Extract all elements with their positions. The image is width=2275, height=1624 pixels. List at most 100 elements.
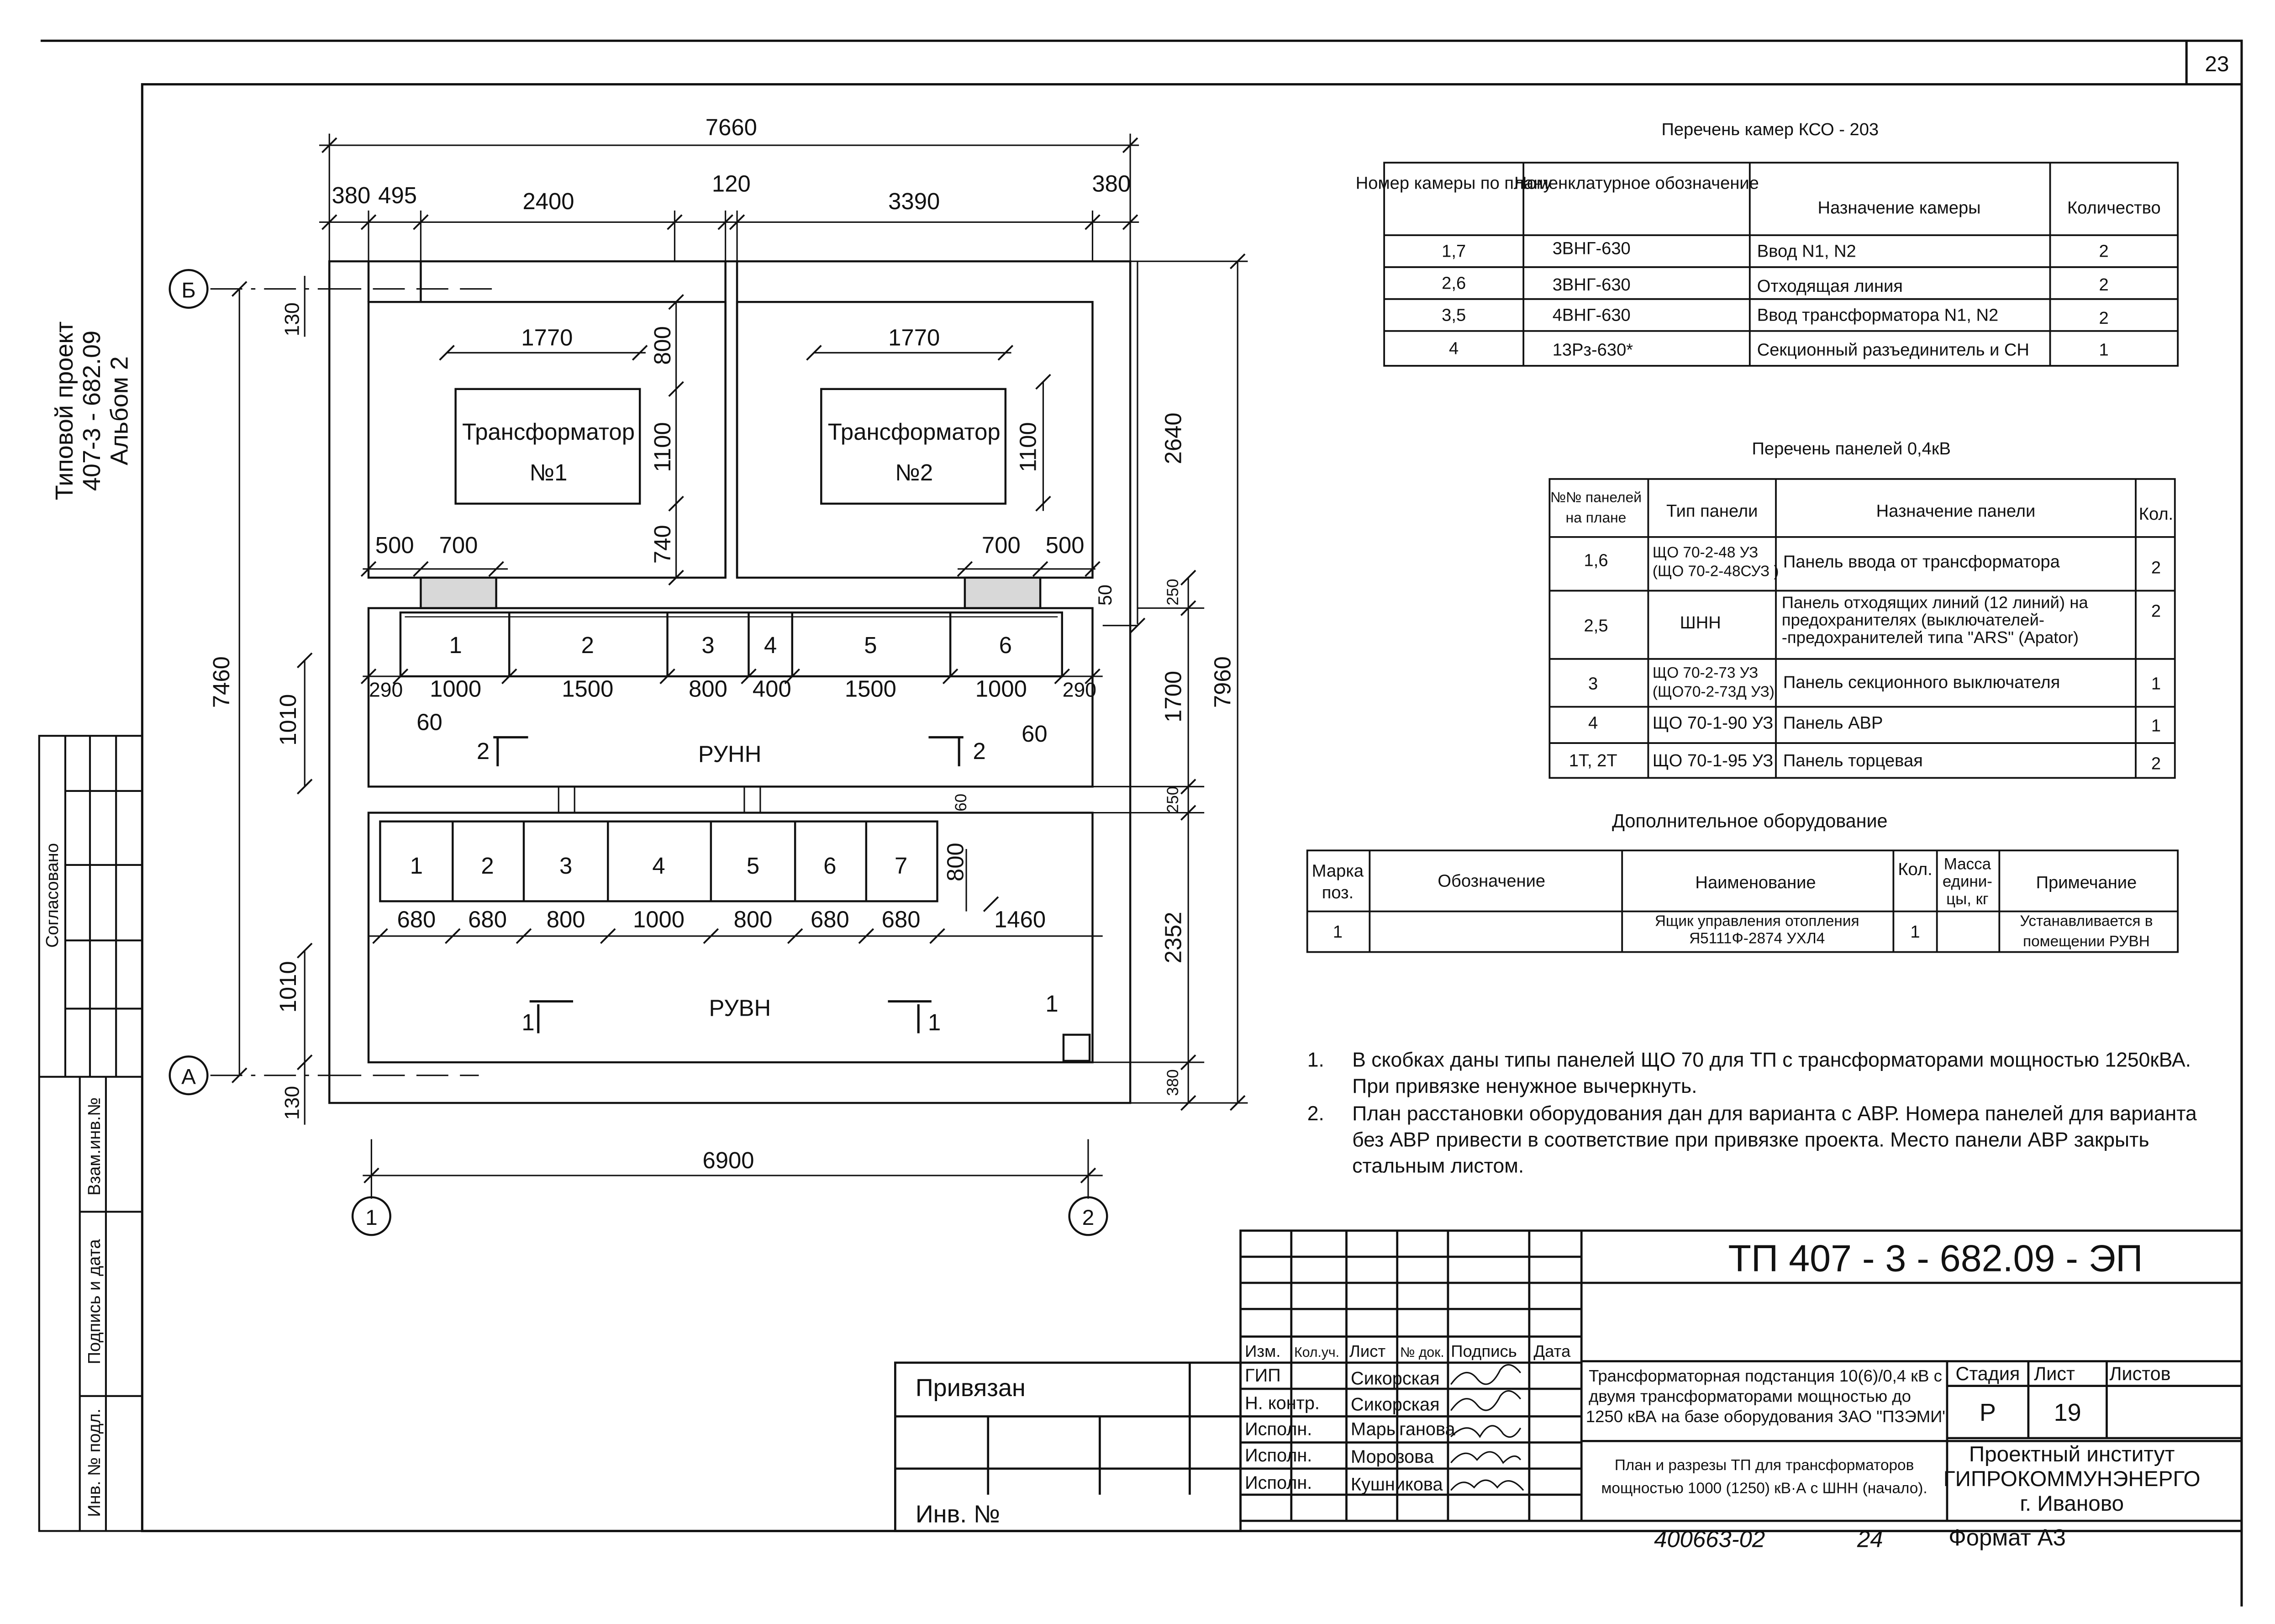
side-title: Типовой проект 407-3 - 682.09 Альбом 2 bbox=[51, 322, 133, 501]
svg-text:2352: 2352 bbox=[1160, 912, 1186, 963]
svg-text:380: 380 bbox=[1164, 1069, 1182, 1096]
svg-text:Панель отходящих линий (12 лин: Панель отходящих линий (12 линий) на bbox=[1782, 593, 2089, 612]
svg-text:130: 130 bbox=[281, 1086, 304, 1120]
svg-text:2: 2 bbox=[973, 738, 986, 764]
svg-text:250: 250 bbox=[1164, 786, 1182, 813]
svg-text:Исполн.: Исполн. bbox=[1245, 1473, 1312, 1493]
svg-text:Наименование: Наименование bbox=[1695, 873, 1816, 892]
svg-text:1000: 1000 bbox=[633, 907, 685, 933]
svg-text:Марыганова: Марыганова bbox=[1351, 1419, 1456, 1439]
svg-text:4ВНГ-630: 4ВНГ-630 bbox=[1553, 305, 1631, 325]
extra-table bbox=[1306, 849, 2179, 953]
svg-text:2: 2 bbox=[2151, 754, 2161, 773]
svg-text:Панель секционного выключателя: Панель секционного выключателя bbox=[1783, 672, 2060, 692]
svg-text:2: 2 bbox=[2099, 308, 2108, 328]
svg-text:60: 60 bbox=[416, 709, 442, 735]
svg-text:Лист: Лист bbox=[1349, 1342, 1386, 1360]
svg-text:№№ панелей: №№ панелей bbox=[1550, 489, 1642, 506]
svg-text:Марка: Марка bbox=[1312, 861, 1364, 881]
svg-text:2: 2 bbox=[2099, 275, 2108, 295]
svg-text:7: 7 bbox=[895, 853, 907, 879]
ruvn-room-label: РУВН bbox=[709, 995, 771, 1021]
svg-text:4: 4 bbox=[652, 853, 665, 879]
svg-text:Стадия: Стадия bbox=[1956, 1363, 2020, 1384]
svg-text:ЩО 70-2-48 УЗ: ЩО 70-2-48 УЗ bbox=[1653, 544, 1758, 561]
svg-text:3ВНГ-630: 3ВНГ-630 bbox=[1553, 238, 1631, 258]
svg-text:Альбом 2: Альбом 2 bbox=[106, 356, 133, 465]
svg-text:Листов: Листов bbox=[2109, 1363, 2170, 1384]
svg-text:Исполн.: Исполн. bbox=[1245, 1445, 1312, 1466]
format-label: Формат А3 bbox=[1948, 1524, 2066, 1550]
svg-text:50: 50 bbox=[1095, 585, 1116, 606]
svg-text:План расстановки оборудования: План расстановки оборудования дан для ва… bbox=[1352, 1102, 2197, 1125]
handwritten-code: 400663-02 bbox=[1654, 1526, 1765, 1552]
axis-b-label: Б bbox=[181, 279, 195, 303]
svg-text:№ док.: № док. bbox=[1400, 1345, 1444, 1360]
svg-text:3,5: 3,5 bbox=[1442, 305, 1466, 325]
section-arrows bbox=[493, 736, 964, 1033]
extra-table-title: Дополнительное оборудование bbox=[1612, 810, 1887, 831]
svg-text:Устанавливается в: Устанавливается в bbox=[2020, 912, 2153, 929]
sheet-no-value: 19 bbox=[2054, 1399, 2081, 1426]
svg-text:едини-: едини- bbox=[1943, 873, 1992, 891]
svg-text:7460: 7460 bbox=[208, 656, 234, 708]
extra-table-text: Марка поз. Обозначение Наименование Кол.… bbox=[1312, 855, 2153, 950]
svg-text:без АВР привести в соответстви: без АВР привести в соответствие при прив… bbox=[1352, 1128, 2149, 1151]
svg-text:3ВНГ-630: 3ВНГ-630 bbox=[1553, 275, 1631, 295]
axis-1-label: 1 bbox=[365, 1206, 378, 1230]
svg-text:1: 1 bbox=[410, 853, 423, 879]
svg-text:290: 290 bbox=[1063, 679, 1096, 701]
svg-text:Обозначение: Обозначение bbox=[1438, 871, 1545, 891]
svg-text:1000: 1000 bbox=[430, 675, 481, 701]
runn-room-label: РУНН bbox=[698, 741, 761, 767]
svg-text:3: 3 bbox=[1588, 674, 1598, 694]
runn-panels: 1 2 3 4 5 6 290 1000 1500 800 400 1500 1… bbox=[369, 632, 1096, 767]
svg-text:1,7: 1,7 bbox=[1442, 242, 1466, 261]
svg-text:Сикорская: Сикорская bbox=[1351, 1368, 1440, 1388]
svg-text:Примечание: Примечание bbox=[2036, 873, 2137, 892]
svg-text:(ЩО70-2-73Д УЗ): (ЩО70-2-73Д УЗ) bbox=[1653, 683, 1775, 700]
svg-text:Секционный разъединитель и СН: Секционный разъединитель и СН bbox=[1757, 340, 2029, 360]
inventory-label: Инв. № bbox=[916, 1500, 1000, 1528]
svg-text:500: 500 bbox=[1046, 532, 1085, 558]
document-code: ТП 407 - 3 - 682.09 - ЭП bbox=[1728, 1237, 2143, 1280]
svg-text:2: 2 bbox=[2099, 242, 2108, 261]
svg-text:поз.: поз. bbox=[1322, 883, 1353, 902]
kso-table-text: Номер камеры по плану Номенклатурное обо… bbox=[1356, 173, 2161, 359]
svg-text:Ввод N1, N2: Ввод N1, N2 bbox=[1757, 242, 1856, 261]
svg-text:60: 60 bbox=[952, 794, 970, 812]
svg-text:Ввод трансформатора N1, N2: Ввод трансформатора N1, N2 bbox=[1757, 305, 1998, 325]
svg-text:1010: 1010 bbox=[275, 961, 301, 1012]
svg-text:Назначение панели: Назначение панели bbox=[1876, 501, 2036, 521]
svg-text:1500: 1500 bbox=[845, 675, 896, 701]
svg-text:предохранителях (выключателей-: предохранителях (выключателей- bbox=[1782, 611, 2044, 629]
svg-text:1100: 1100 bbox=[649, 422, 675, 472]
svg-text:Отходящая линия: Отходящая линия bbox=[1757, 276, 1903, 296]
axis-markers: Б А 1 2 bbox=[181, 279, 1094, 1230]
svg-text:Кушникова: Кушникова bbox=[1351, 1474, 1443, 1494]
svg-text:Изм.: Изм. bbox=[1245, 1342, 1280, 1360]
dimension-texts: 7660 380 495 2400 120 3390 380 1770 800 … bbox=[208, 114, 1235, 1173]
svg-text:Лист: Лист bbox=[2034, 1363, 2075, 1384]
svg-text:6: 6 bbox=[999, 632, 1012, 658]
svg-text:6900: 6900 bbox=[702, 1147, 754, 1173]
svg-text:ЩО 70-2-73 УЗ: ЩО 70-2-73 УЗ bbox=[1653, 664, 1758, 681]
handwritten-page: 24 bbox=[1857, 1526, 1883, 1552]
svg-text:1: 1 bbox=[928, 1009, 941, 1035]
svg-text:Кол.: Кол. bbox=[1898, 859, 1932, 879]
svg-text:Тип панели: Тип панели bbox=[1666, 501, 1758, 521]
svg-text:5: 5 bbox=[864, 632, 877, 658]
axis-2-label: 2 bbox=[1082, 1206, 1095, 1230]
svg-text:Номер камеры по плану: Номер камеры по плану bbox=[1356, 173, 1552, 193]
svg-text:120: 120 bbox=[712, 171, 751, 197]
svg-text:ЩО 70-1-95 УЗ: ЩО 70-1-95 УЗ bbox=[1653, 751, 1773, 770]
original-inv-label: Инв. № подл. bbox=[84, 1408, 104, 1517]
svg-text:цы, кг: цы, кг bbox=[1946, 890, 1989, 908]
svg-text:407-3 - 682.09: 407-3 - 682.09 bbox=[78, 331, 105, 491]
axis-a-label: А bbox=[181, 1065, 196, 1089]
svg-text:380: 380 bbox=[332, 182, 370, 208]
svg-text:2.: 2. bbox=[1307, 1102, 1324, 1125]
svg-text:130: 130 bbox=[281, 302, 304, 336]
svg-text:При привязке ненужное вычеркну: При привязке ненужное вычеркнуть. bbox=[1352, 1075, 1697, 1097]
